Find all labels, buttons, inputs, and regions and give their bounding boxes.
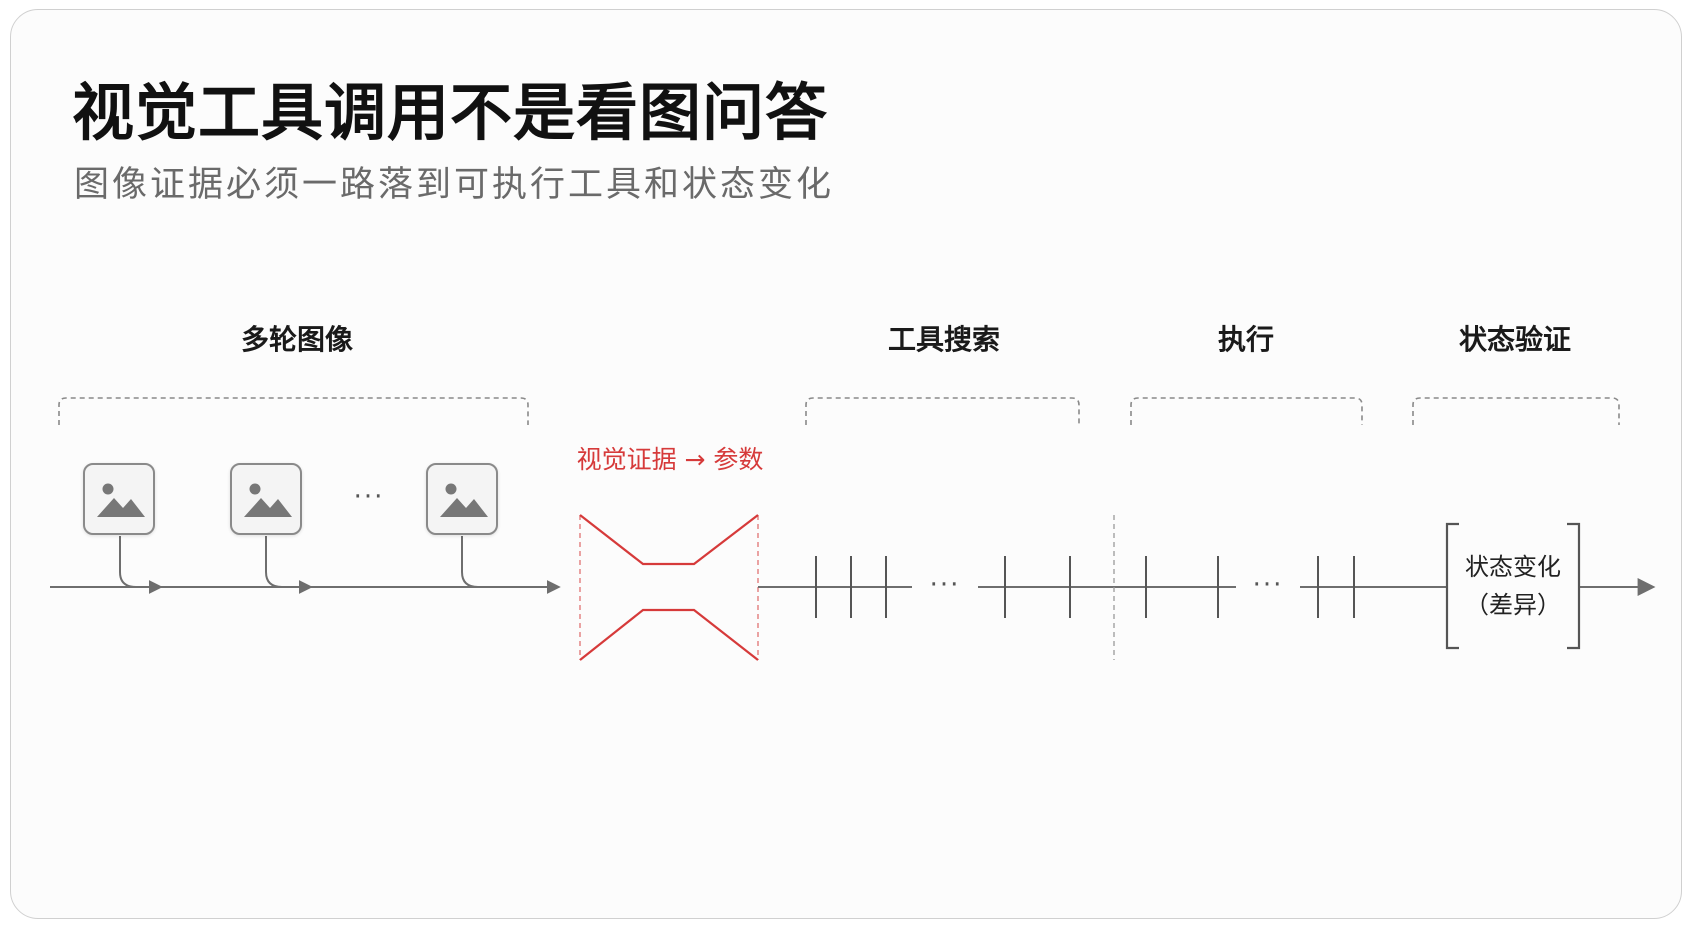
bracket-tool-search (805, 397, 1080, 425)
image-icon (83, 463, 155, 535)
images-ellipsis: ··· (353, 482, 385, 512)
state-change-line1: 状态变化 (1465, 553, 1561, 581)
tool-search-ellipsis: ··· (929, 570, 961, 600)
state-bracket-right (1567, 522, 1581, 650)
stage-label-images: 多轮图像 (240, 323, 354, 356)
stage-label-execute: 执行 (1217, 323, 1275, 356)
state-change-box: 状态变化 （差异） (1450, 528, 1576, 648)
bottleneck-label: 视觉证据 → 参数 (576, 445, 764, 474)
image-connector-3 (461, 536, 490, 588)
bracket-images (58, 397, 529, 425)
image-connector-2 (265, 536, 313, 594)
execute-ellipsis: ··· (1252, 570, 1284, 600)
bracket-execute (1130, 397, 1363, 425)
state-bracket-left (1445, 522, 1459, 650)
image-connector-1 (119, 536, 163, 594)
image-icon (426, 463, 498, 535)
bottleneck-bottom (579, 608, 759, 661)
stage-label-verify: 状态验证 (1458, 323, 1572, 356)
page-title: 视觉工具调用不是看图问答 (72, 76, 829, 149)
bottleneck-top (579, 514, 759, 566)
image-icon (230, 463, 302, 535)
stage-label-tool-search: 工具搜索 (887, 323, 1001, 356)
state-change-line2: （差异） (1465, 591, 1561, 619)
page-subtitle: 图像证据必须一路落到可执行工具和状态变化 (74, 165, 835, 205)
bracket-verify (1412, 397, 1620, 425)
